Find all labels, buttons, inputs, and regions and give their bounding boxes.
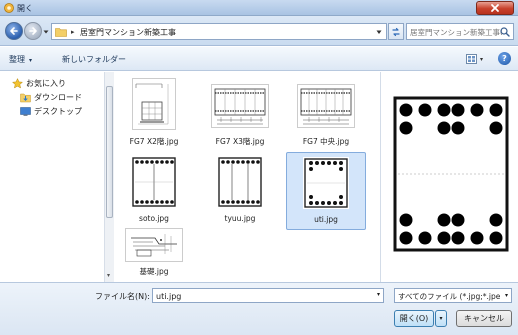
file-name: tyuu.jpg <box>224 214 256 223</box>
change-view-button[interactable]: ▾ <box>466 52 488 66</box>
breadcrumb-separator: ▸ <box>71 28 75 36</box>
open-options-button[interactable]: ▾ <box>435 310 447 327</box>
file-thumbnail <box>303 157 349 209</box>
file-item[interactable]: FG7 X3階.jpg <box>200 74 280 152</box>
navigation-pane: お気に入り ダウンロード デスクトップ <box>0 72 106 282</box>
organize-button[interactable]: 整理 ▾ <box>9 54 32 65</box>
star-icon <box>12 77 23 89</box>
nav-item-desktop[interactable]: デスクトップ <box>20 105 82 117</box>
file-item-selected[interactable]: uti.jpg <box>286 152 366 230</box>
file-thumbnail <box>297 84 355 128</box>
address-dropdown-icon[interactable] <box>376 30 382 35</box>
view-icon <box>466 54 477 64</box>
search-icon[interactable] <box>500 27 510 37</box>
file-thumbnail <box>217 156 263 208</box>
file-item[interactable]: FG7 X2階.jpg <box>114 74 194 152</box>
folder-icon <box>55 28 67 37</box>
file-name: soto.jpg <box>139 214 169 223</box>
file-name: uti.jpg <box>314 215 338 224</box>
file-thumbnail <box>125 228 183 262</box>
app-icon <box>4 3 14 13</box>
nav-item-downloads[interactable]: ダウンロード <box>20 91 82 103</box>
preview-pane <box>380 72 518 282</box>
close-button[interactable] <box>476 1 514 15</box>
file-item[interactable]: 基礎.jpg <box>114 222 194 300</box>
chevron-down-icon: ▾ <box>502 292 508 299</box>
file-thumbnail <box>211 84 269 128</box>
file-name: FG7 X2階.jpg <box>129 137 179 146</box>
filetype-value: すべてのファイル (*.jpg;*.jpe <box>398 292 501 301</box>
close-icon <box>491 4 499 12</box>
nav-item-label: お気に入り <box>26 78 66 88</box>
open-button[interactable]: 開く(O) <box>394 310 434 327</box>
filename-input[interactable] <box>156 290 366 302</box>
breadcrumb-current-folder[interactable]: 居室門マンション新築工事 <box>80 28 176 37</box>
nav-item-label: デスクトップ <box>34 106 82 116</box>
scroll-down-arrow-icon[interactable]: ▾ <box>107 272 111 279</box>
help-button[interactable]: ? <box>498 52 511 65</box>
address-row: ▸ 居室門マンション新築工事 <box>0 16 518 46</box>
file-item[interactable]: tyuu.jpg <box>200 152 280 230</box>
forward-button[interactable] <box>24 22 42 40</box>
chevron-down-icon[interactable]: ▾ <box>376 291 380 298</box>
filename-field[interactable]: ▾ <box>152 288 384 303</box>
back-button[interactable] <box>5 22 23 40</box>
image-preview <box>393 96 509 252</box>
refresh-button[interactable] <box>388 23 404 40</box>
file-name: 基礎.jpg <box>139 267 169 276</box>
window-title: 開く <box>17 4 33 13</box>
history-dropdown-icon[interactable] <box>43 28 49 36</box>
new-folder-button[interactable]: 新しいフォルダー <box>62 55 126 64</box>
arrow-left-icon <box>10 27 18 35</box>
refresh-icon <box>392 27 400 36</box>
search-box[interactable] <box>406 23 514 40</box>
arrow-right-icon <box>29 27 37 35</box>
filetype-select[interactable]: すべてのファイル (*.jpg;*.jpe ▾ <box>394 288 512 303</box>
address-bar[interactable]: ▸ 居室門マンション新築工事 <box>51 23 387 40</box>
organize-label: 整理 <box>9 55 25 64</box>
desktop-icon <box>20 106 31 116</box>
file-list: FG7 X2階.jpg FG7 X3階.jpg FG7 中央.jpg <box>114 72 378 282</box>
file-name: FG7 中央.jpg <box>302 137 350 146</box>
file-thumbnail <box>131 156 177 208</box>
dialog-footer: ファイル名(N): ▾ すべてのファイル (*.jpg;*.jpe ▾ 開く(O… <box>0 282 518 335</box>
scrollbar-thumb[interactable] <box>106 86 113 218</box>
cancel-button[interactable]: キャンセル <box>456 310 512 327</box>
search-input[interactable] <box>410 26 502 38</box>
nav-item-label: ダウンロード <box>34 92 82 102</box>
command-toolbar: 整理 ▾ 新しいフォルダー ▾ ? <box>0 47 518 71</box>
download-folder-icon <box>20 93 31 102</box>
title-bar: 開く <box>0 0 518 16</box>
filename-label: ファイル名(N): <box>95 292 150 301</box>
chevron-down-icon: ▾ <box>480 55 484 63</box>
file-thumbnail <box>132 78 176 130</box>
file-name: FG7 X3階.jpg <box>215 137 265 146</box>
nav-item-favorites[interactable]: お気に入り <box>12 77 66 89</box>
file-item[interactable]: FG7 中央.jpg <box>286 74 366 152</box>
chevron-down-icon: ▾ <box>29 57 33 64</box>
navigation-scrollbar[interactable]: ▾ <box>104 72 114 282</box>
file-item[interactable]: soto.jpg <box>114 152 194 230</box>
